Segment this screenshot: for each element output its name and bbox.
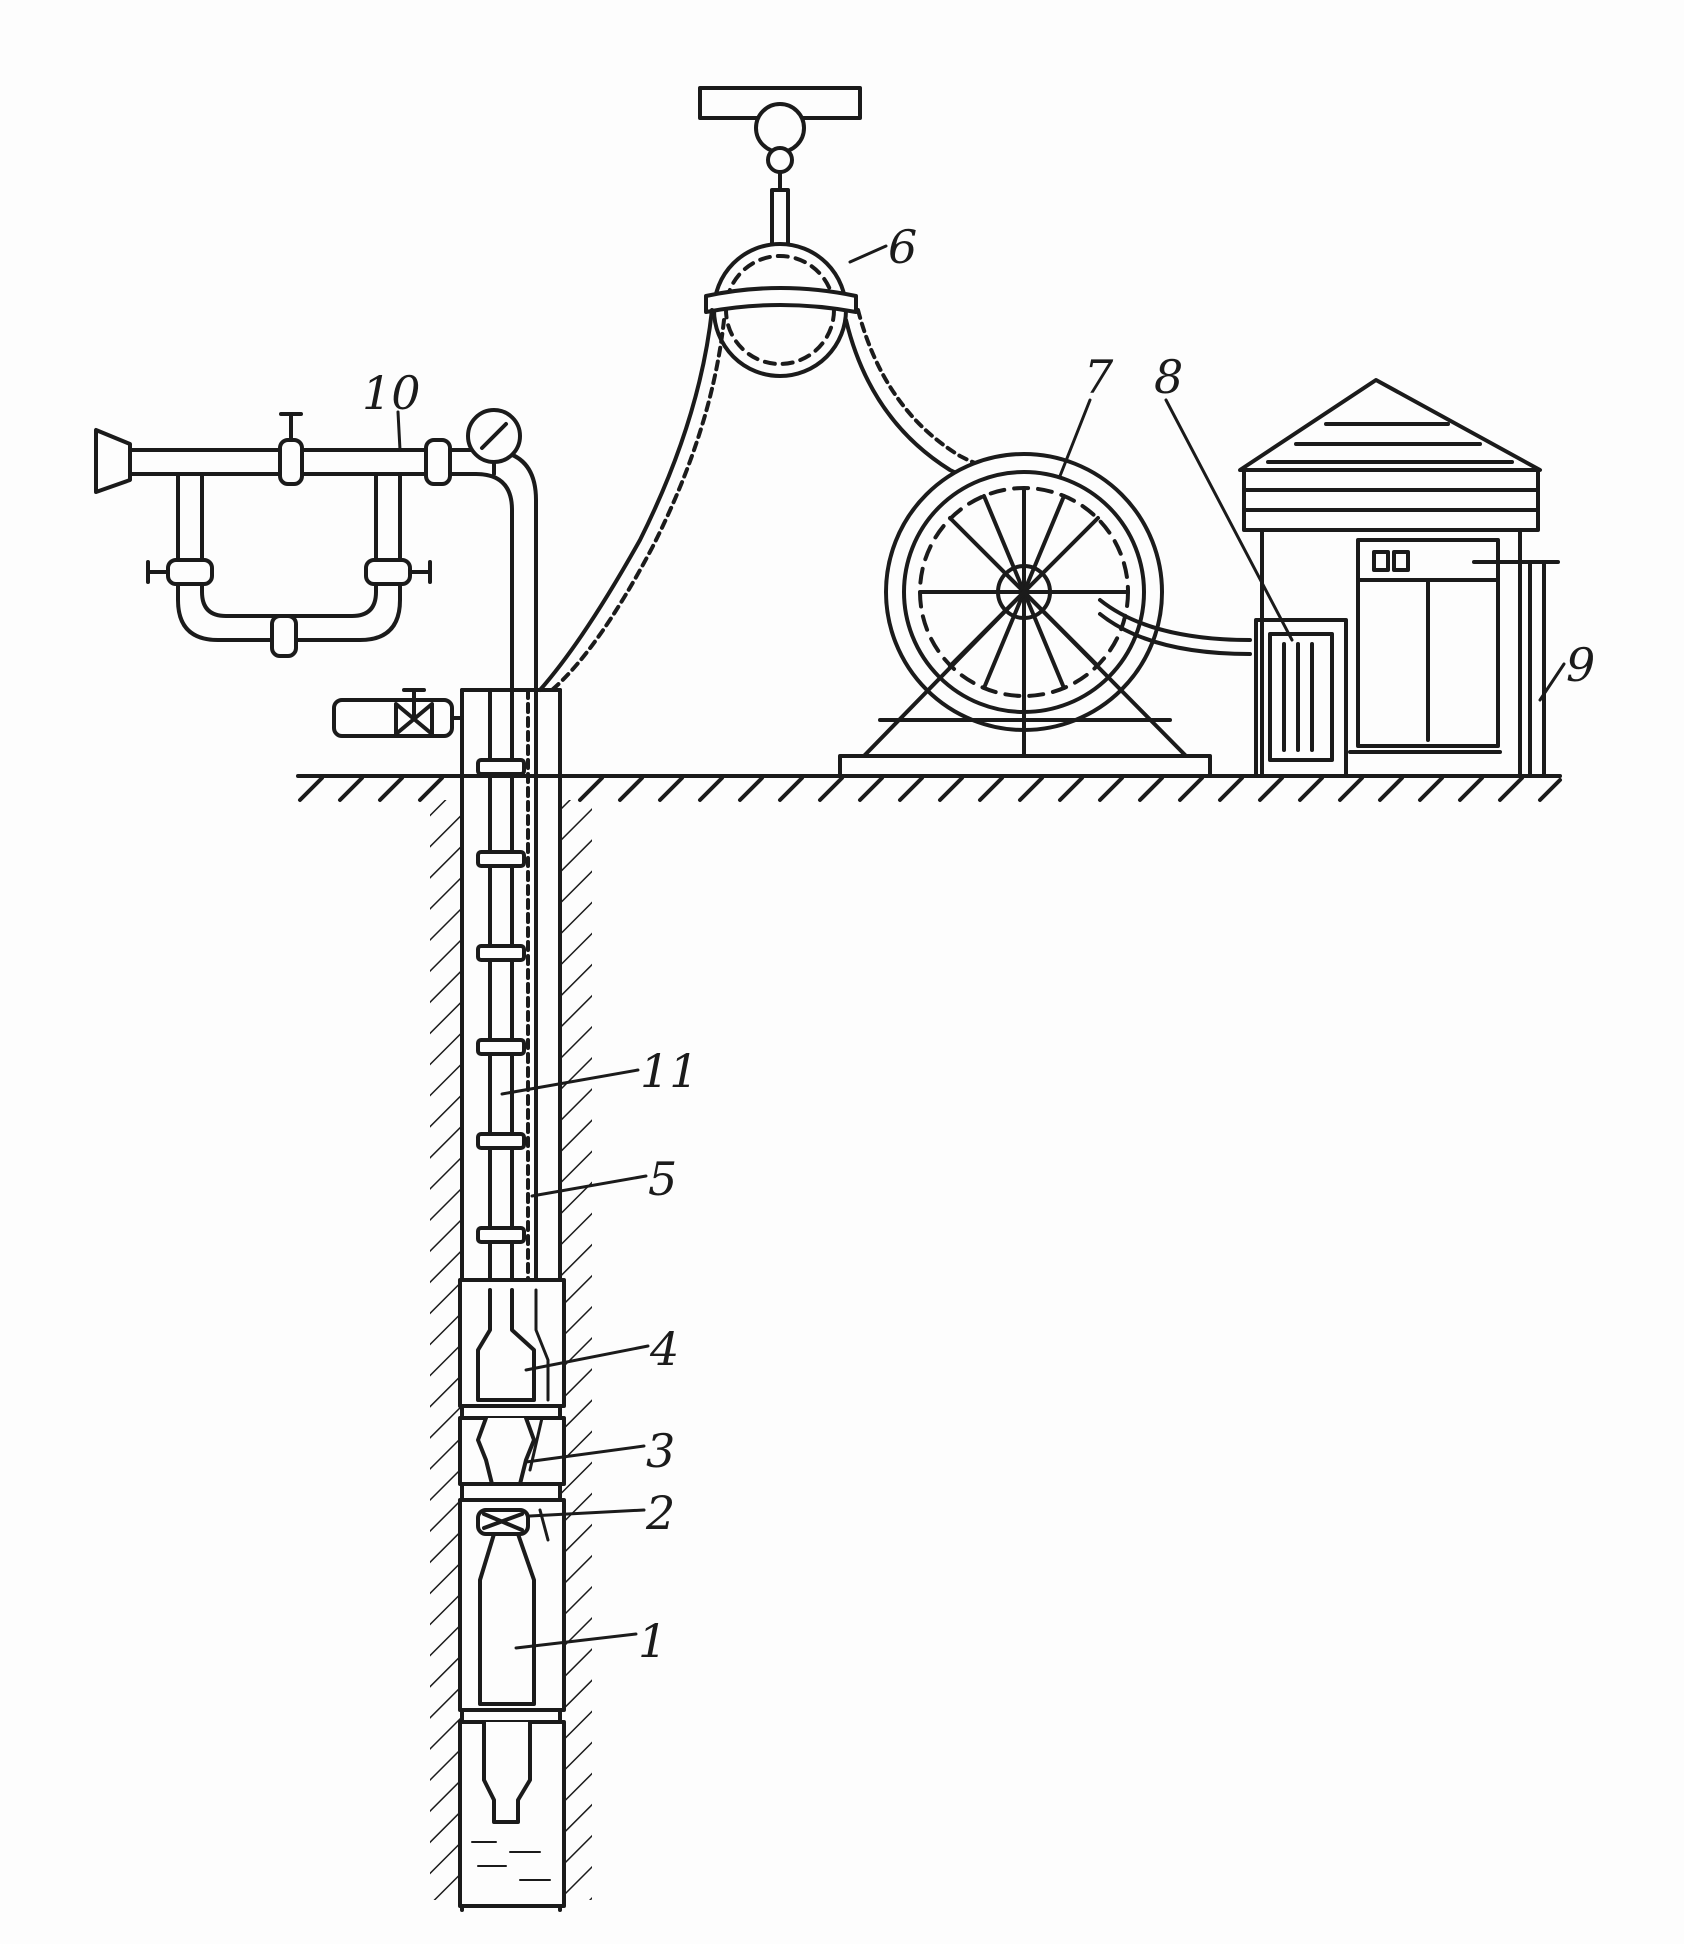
surface-manifold — [94, 412, 454, 658]
tubing-string — [476, 688, 526, 1292]
label-transformer: 8 — [1154, 350, 1184, 404]
label-pump: 4 — [650, 1322, 680, 1376]
cable-pulley — [704, 242, 858, 378]
label-motor: 1 — [638, 1614, 668, 1668]
control-station — [1238, 378, 1560, 778]
label-cable-drum: 7 — [1084, 350, 1114, 404]
bore-section-pump — [458, 1278, 566, 1408]
wellhead-riser — [332, 448, 538, 738]
label-control-station: 9 — [1566, 638, 1596, 692]
bore-section-intake — [458, 1416, 566, 1486]
well-bore — [430, 688, 592, 1912]
drum-to-transformer-cable — [1098, 598, 1252, 656]
cable-drum — [838, 452, 1212, 778]
gate-valve-icon — [394, 688, 434, 736]
ground-surface — [296, 774, 1562, 802]
transformer — [1254, 618, 1348, 778]
label-protector: 2 — [646, 1486, 676, 1540]
bore-section-motor — [458, 1498, 566, 1712]
bore-section-bottom — [458, 1720, 566, 1908]
well-cable — [526, 688, 538, 1302]
callout-leaders — [396, 244, 1566, 1650]
label-cable: 5 — [648, 1152, 678, 1206]
label-wellhead-piping: 10 — [362, 366, 421, 420]
label-intake: 3 — [646, 1424, 676, 1478]
pressure-gauge-icon — [466, 408, 522, 476]
label-tubing: 11 — [640, 1044, 699, 1098]
label-pulley: 6 — [888, 220, 918, 274]
